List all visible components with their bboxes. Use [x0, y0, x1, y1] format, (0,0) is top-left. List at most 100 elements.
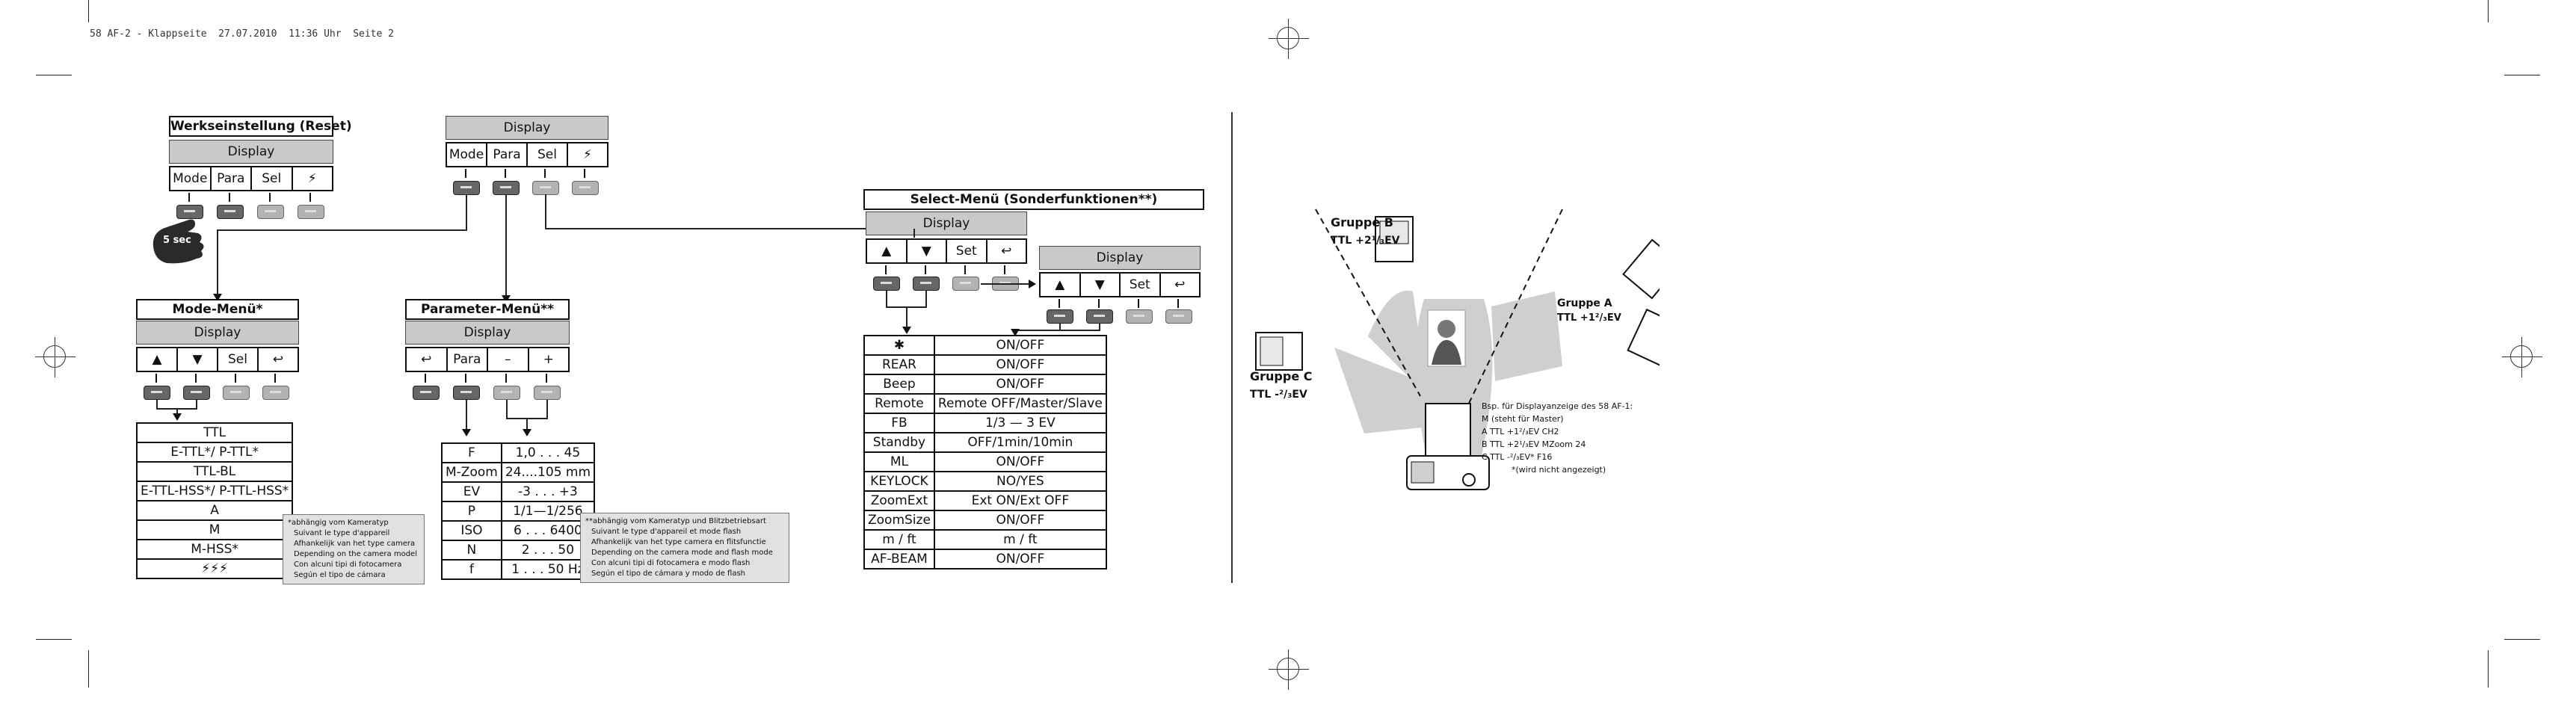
list-item[interactable]: ⚡⚡⚡ [135, 558, 294, 579]
parameter-menu-display: Display [405, 321, 570, 345]
sel-button[interactable]: Sel [252, 167, 293, 190]
down-button[interactable]: ▼ [1081, 274, 1121, 296]
group-b-label: Gruppe B [1331, 215, 1393, 229]
hardware-key-up[interactable] [873, 277, 900, 291]
mode-menu-button-row: ▲ ▼ Sel ↩ [136, 347, 299, 372]
group-c-ttl: TTL -²/₃EV [1250, 389, 1307, 401]
down-button[interactable]: ▼ [178, 348, 218, 371]
registration-mark [35, 337, 76, 377]
crop-mark [36, 639, 72, 640]
top-display: Display [446, 116, 608, 140]
list-item[interactable]: M-HSS* [135, 539, 294, 560]
group-a-label: Gruppe A [1557, 297, 1612, 309]
hardware-key-set[interactable] [1126, 309, 1153, 324]
hardware-key-sel[interactable] [257, 205, 284, 219]
select-menu-display: Display [866, 212, 1027, 235]
up-button[interactable]: ▲ [138, 348, 178, 371]
crop-mark [88, 650, 89, 688]
minus-button[interactable]: – [488, 348, 529, 371]
hardware-key-mode[interactable] [176, 205, 203, 219]
set-button[interactable]: Set [1121, 274, 1161, 296]
set-button[interactable]: Set [947, 240, 987, 262]
hardware-key-return[interactable] [262, 386, 289, 400]
select-menu-title: Select-Menü (Sonderfunktionen**) [863, 189, 1204, 210]
list-item[interactable]: TTL [135, 422, 294, 443]
list-item[interactable]: E-TTL*/ P-TTL* [135, 442, 294, 463]
select-menu-button-row: ▲ ▼ Set ↩ [866, 238, 1027, 264]
table-row[interactable]: EV-3 . . . +3 [441, 481, 596, 502]
hardware-key-set[interactable] [952, 277, 979, 291]
group-c-label: Gruppe C [1250, 369, 1313, 383]
sel-button[interactable]: Sel [528, 143, 568, 166]
hardware-key-down[interactable] [913, 277, 940, 291]
mode-menu-title: Mode-Menü* [136, 299, 299, 320]
hardware-key-sel[interactable] [532, 181, 559, 195]
hardware-key-up[interactable] [1047, 309, 1073, 324]
hardware-key-plus[interactable] [534, 386, 561, 400]
group-b-ttl: TTL +2¹/₃EV [1331, 235, 1400, 247]
hardware-key-flash[interactable] [572, 181, 599, 195]
hardware-key-para[interactable] [217, 205, 244, 219]
pressing-hand-icon [152, 219, 204, 264]
hardware-key-minus[interactable] [493, 386, 520, 400]
mode-button[interactable]: Mode [447, 143, 487, 166]
list-item[interactable]: TTL-BL [135, 461, 294, 482]
hardware-key-flash[interactable] [298, 205, 324, 219]
flash-button[interactable]: ⚡ [583, 147, 592, 162]
registration-mark [1269, 19, 1309, 59]
hardware-key-para[interactable] [453, 386, 480, 400]
reset-title: Werkseinstellung (Reset) [169, 116, 352, 137]
crop-mark [2488, 650, 2489, 688]
mode-button[interactable]: Mode [170, 167, 212, 190]
hardware-key-down[interactable] [1086, 309, 1113, 324]
page-divider [1231, 112, 1233, 583]
hardware-key-mode[interactable] [453, 181, 480, 195]
para-button[interactable]: Para [212, 167, 252, 190]
para-button[interactable]: Para [448, 348, 488, 371]
mode-footnote: *abhängig vom Kameratyp Suivant le type … [283, 514, 425, 584]
hardware-key-down[interactable] [183, 386, 210, 400]
list-item[interactable]: E-TTL-HSS*/ P-TTL-HSS* [135, 481, 294, 501]
up-button[interactable]: ▲ [1041, 274, 1081, 296]
up-button[interactable]: ▲ [867, 240, 908, 262]
plus-button[interactable]: + [543, 352, 554, 367]
hardware-key-sel[interactable] [223, 386, 250, 400]
list-item[interactable]: M [135, 519, 294, 540]
hardware-key-para[interactable] [493, 181, 520, 195]
return-button[interactable]: ↩ [272, 352, 284, 367]
return-button[interactable]: ↩ [407, 348, 448, 371]
para-button[interactable]: Para [487, 143, 528, 166]
sel-button[interactable]: Sel [218, 348, 259, 371]
down-button[interactable]: ▼ [908, 240, 947, 262]
registration-mark [2502, 337, 2542, 377]
print-header: 58 AF-2 - Klappseite 27.07.2010 11:36 Uh… [90, 28, 394, 40]
list-item[interactable]: A [135, 500, 294, 521]
parameter-menu-title: Parameter-Menü** [405, 299, 570, 320]
flash-button[interactable]: ⚡ [307, 171, 317, 186]
hardware-key-return[interactable] [1165, 309, 1192, 324]
crop-mark [2504, 639, 2540, 640]
hardware-key-up[interactable] [144, 386, 170, 400]
hardware-key-return[interactable] [413, 386, 440, 400]
table-row[interactable]: ✱ON/OFF [863, 335, 1107, 356]
return-button[interactable]: ↩ [1174, 277, 1186, 292]
return-button[interactable]: ↩ [1001, 244, 1012, 259]
